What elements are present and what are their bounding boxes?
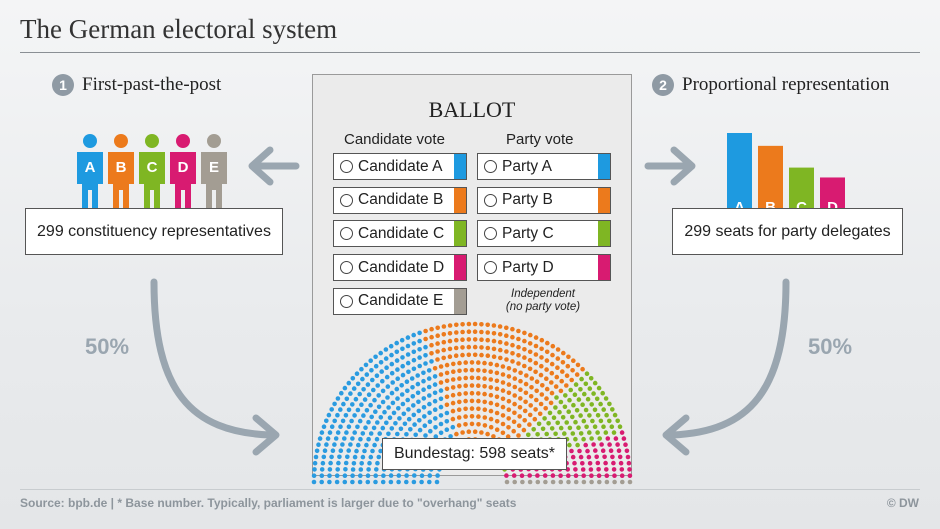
section-number-badge: 2	[652, 74, 674, 96]
constituency-box: 299 constituency representatives	[25, 208, 283, 255]
radio-circle-icon[interactable]	[340, 294, 353, 308]
independent-note-line2: (no party vote)	[505, 301, 581, 313]
party-color-swatch	[454, 221, 466, 247]
radio-circle-icon[interactable]	[340, 261, 353, 275]
bar-letter: A	[734, 199, 745, 216]
candidate-option-c[interactable]: Candidate C	[333, 220, 467, 248]
candidate-vote-heading: Candidate vote	[344, 131, 445, 148]
page-title: The German electoral system	[20, 14, 338, 44]
option-label: Party B	[502, 191, 553, 209]
figure-letter: A	[85, 159, 96, 176]
option-label: Candidate C	[358, 224, 445, 242]
candidate-option-d[interactable]: Candidate D	[333, 254, 467, 282]
option-label: Party D	[502, 258, 554, 276]
bundestag-label-box: Bundestag: 598 seats*	[382, 438, 567, 470]
arrow-left-curve-head	[252, 414, 280, 456]
right-percent: 50%	[808, 334, 853, 359]
option-label: Party C	[502, 224, 554, 242]
section-first-past-the-post: 1 First-past-the-post	[52, 74, 221, 96]
figure-c: C	[139, 134, 165, 220]
figure-d: D	[170, 134, 196, 220]
bar-letter: D	[827, 199, 838, 216]
party-color-swatch	[454, 288, 466, 314]
radio-circle-icon[interactable]	[340, 160, 353, 173]
radio-circle-icon[interactable]	[484, 227, 497, 241]
figure-letter: D	[178, 159, 189, 176]
option-label: Candidate B	[358, 191, 444, 209]
candidate-option-e[interactable]: Candidate E	[333, 287, 467, 315]
party-option-b[interactable]: Party B	[477, 186, 611, 214]
figure-a: A	[77, 134, 103, 220]
bar-a	[727, 133, 752, 217]
section-proportional-representation: 2 Proportional representation	[652, 74, 889, 96]
bar-b	[758, 145, 783, 217]
figure-e: E	[201, 134, 227, 220]
bar-letter: C	[796, 199, 807, 216]
title-divider	[20, 52, 920, 53]
candidate-option-a[interactable]: Candidate A	[333, 153, 467, 180]
independent-note: Independent (no party vote)	[477, 288, 609, 314]
party-color-swatch	[454, 255, 466, 281]
party-color-swatch	[454, 187, 466, 213]
candidate-option-b[interactable]: Candidate B	[333, 186, 467, 214]
arrow-to-left-head	[248, 146, 274, 186]
option-label: Candidate A	[358, 157, 443, 175]
bundestag-label: Bundestag: 598 seats*	[393, 445, 555, 462]
radio-circle-icon[interactable]	[340, 193, 353, 207]
party-color-swatch	[598, 154, 610, 179]
arrow-to-right-head	[670, 146, 696, 186]
seats-party-b	[423, 321, 585, 457]
party-option-d[interactable]: Party D	[477, 254, 611, 282]
party-color-swatch	[598, 187, 610, 213]
radio-circle-icon[interactable]	[484, 193, 497, 207]
option-label: Candidate E	[358, 292, 444, 310]
option-label: Party A	[502, 157, 552, 175]
left-percent: 50%	[85, 334, 130, 359]
section-number-badge: 1	[52, 74, 74, 96]
party-delegates-box: 299 seats for party delegates	[672, 208, 903, 255]
ballot-title: BALLOT	[428, 97, 516, 122]
party-color-swatch	[454, 154, 466, 179]
section-heading: First-past-the-post	[82, 74, 222, 95]
radio-circle-icon[interactable]	[484, 261, 497, 275]
constituency-text: 299 constituency representatives	[37, 222, 271, 240]
figure-letter: B	[116, 159, 127, 176]
party-vote-heading: Party vote	[506, 131, 574, 148]
bar-letter: B	[765, 199, 776, 216]
arrow-right-curve-head	[662, 414, 690, 456]
party-color-swatch	[598, 255, 610, 281]
figure-letter: E	[209, 159, 219, 176]
arrow-right-curve	[668, 278, 790, 439]
party-option-a[interactable]: Party A	[477, 153, 611, 180]
party-option-c[interactable]: Party C	[477, 220, 611, 248]
figure-b: B	[108, 134, 134, 220]
arrow-left-curve	[150, 278, 274, 439]
option-label: Candidate D	[358, 258, 445, 276]
party-color-swatch	[598, 221, 610, 247]
radio-circle-icon[interactable]	[484, 160, 497, 173]
party-delegates-text: 299 seats for party delegates	[684, 222, 891, 240]
independent-note-line1: Independent	[511, 288, 575, 300]
section-heading: Proportional representation	[682, 74, 890, 95]
seats-party-e	[504, 479, 633, 485]
footer-divider	[20, 489, 920, 490]
credit: © DW	[886, 496, 919, 510]
radio-circle-icon[interactable]	[340, 227, 353, 241]
figure-letter: C	[147, 159, 158, 176]
source-note: Source: bpb.de | * Base number. Typicall…	[20, 496, 517, 510]
